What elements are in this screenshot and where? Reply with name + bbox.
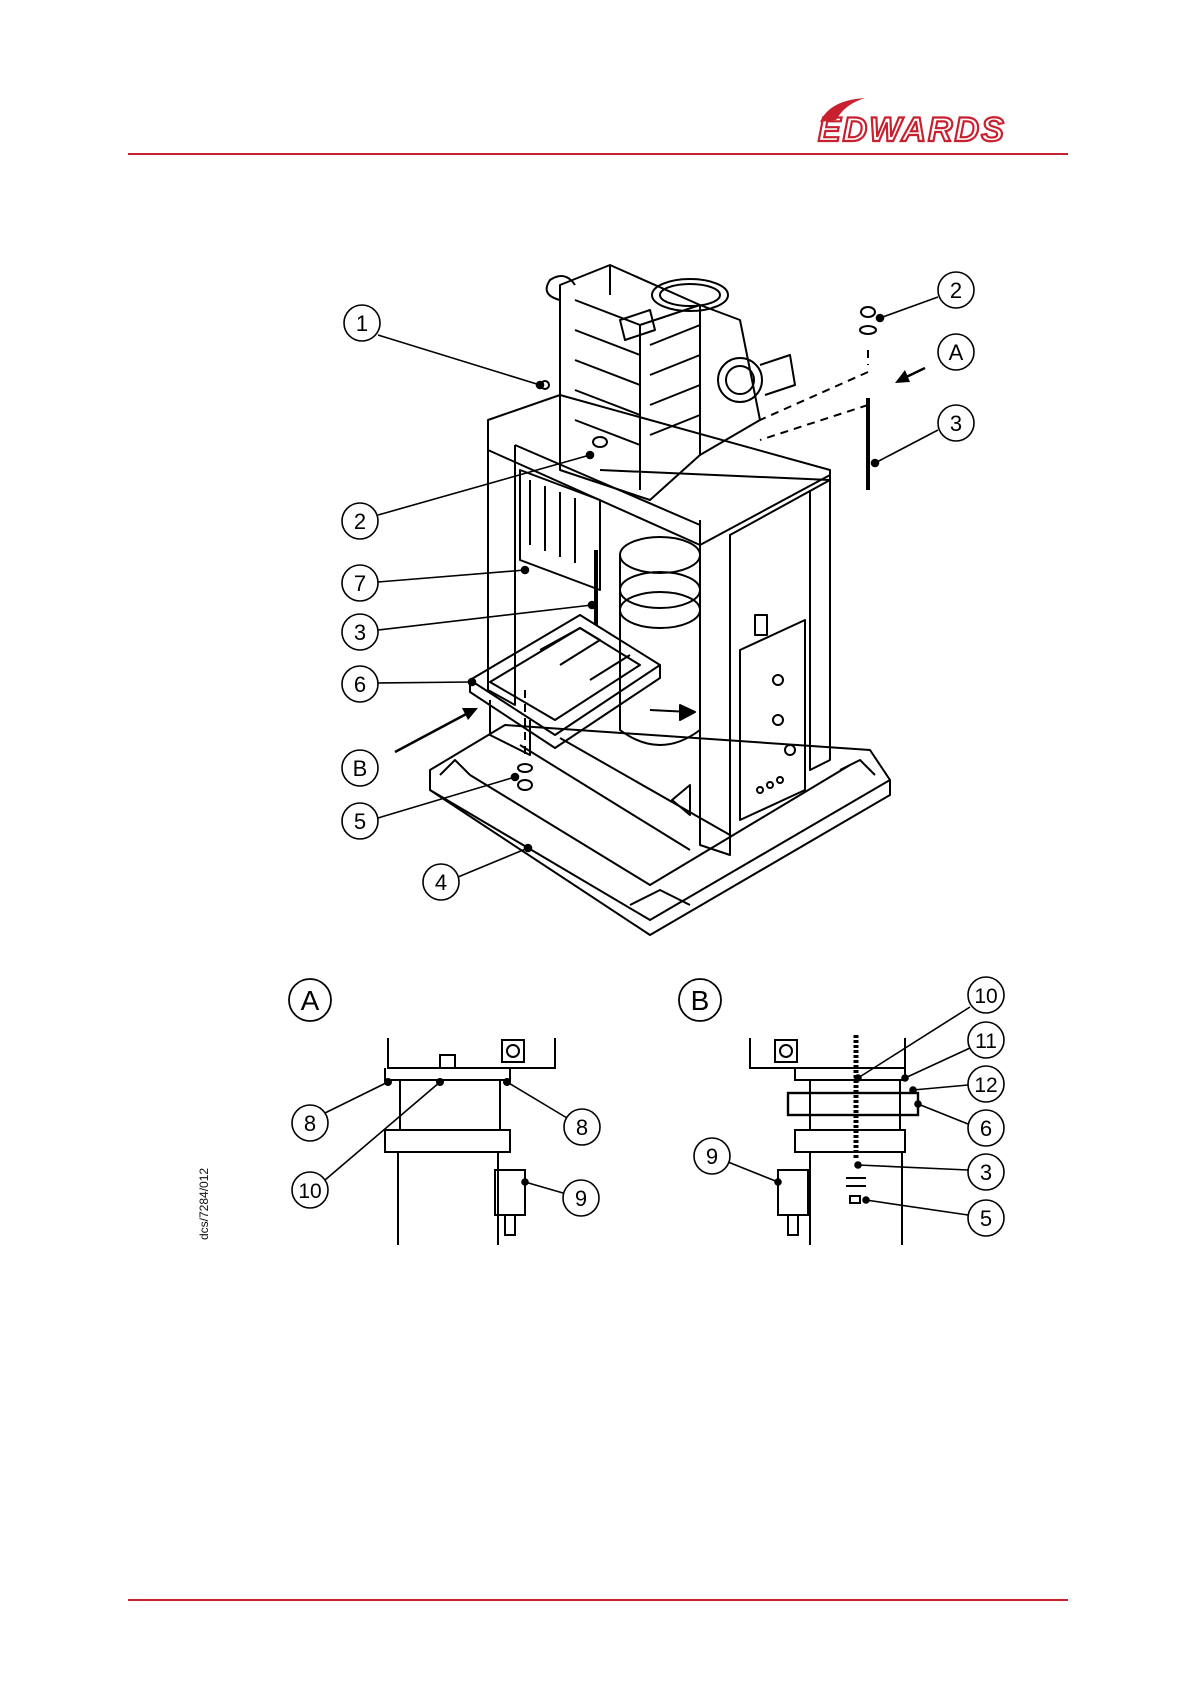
detail-a: A 8 8 bbox=[289, 979, 600, 1245]
detail-a-callout-9: 9 bbox=[522, 1179, 599, 1216]
callout-label: 11 bbox=[975, 1030, 997, 1053]
callout-label: 9 bbox=[575, 1186, 587, 1211]
detail-b-callout-12: 12 bbox=[910, 1066, 1004, 1102]
detail-a-label: A bbox=[301, 985, 320, 1016]
callout-label: 5 bbox=[980, 1206, 992, 1231]
callout-label: 10 bbox=[974, 985, 997, 1008]
detail-a-callout-8-left: 8 bbox=[292, 1082, 388, 1141]
detail-b: B 10 11 bbox=[679, 977, 1004, 1245]
detail-b-callout-6: 6 bbox=[915, 1101, 1004, 1146]
detail-b-callout-3: 3 bbox=[855, 1154, 1004, 1190]
detail-b-label: B bbox=[691, 985, 710, 1016]
detail-b-callout-5: 5 bbox=[863, 1197, 1004, 1236]
callout-label: 10 bbox=[298, 1180, 321, 1203]
detail-b-heading: B bbox=[679, 979, 721, 1021]
drawing-code: dcs/7284/012 bbox=[197, 1168, 211, 1240]
callout-label: 3 bbox=[980, 1160, 992, 1185]
detail-a-heading: A bbox=[289, 979, 331, 1021]
callout-label: 12 bbox=[974, 1074, 997, 1097]
callout-label: 9 bbox=[706, 1144, 718, 1169]
callout-label: 8 bbox=[576, 1115, 588, 1140]
detail-a-callout-10: 10 bbox=[292, 1082, 440, 1208]
detail-a-art bbox=[385, 1038, 555, 1245]
detail-b-art bbox=[750, 1035, 918, 1245]
detail-a-callout-8-right: 8 bbox=[507, 1082, 600, 1145]
callout-label: 8 bbox=[304, 1111, 316, 1136]
detail-b-callout-9: 9 bbox=[694, 1138, 781, 1185]
callout-label: 6 bbox=[980, 1116, 992, 1141]
